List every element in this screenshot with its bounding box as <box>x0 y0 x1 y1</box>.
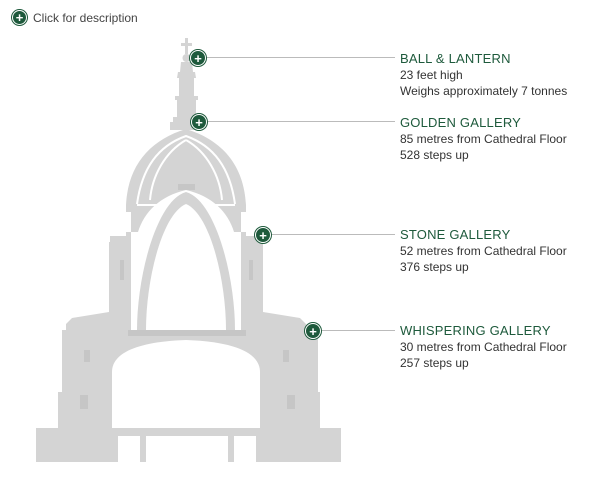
callout-detail: 376 steps up <box>400 260 469 274</box>
callout-detail: 23 feet high <box>400 68 463 82</box>
whispering-gallery-marker[interactable]: + <box>305 323 321 339</box>
description-hint[interactable]: + Click for description <box>12 10 138 25</box>
callout-detail: 52 metres from Cathedral Floor <box>400 244 567 258</box>
callout-title: GOLDEN GALLERY <box>400 115 522 130</box>
plus-icon: + <box>190 50 206 66</box>
callout-detail: 30 metres from Cathedral Floor <box>400 340 567 354</box>
golden-gallery-callout: GOLDEN GALLERY 85 metres from Cathedral … <box>400 115 567 163</box>
golden-gallery-marker[interactable]: + <box>191 114 207 130</box>
callout-title: BALL & LANTERN <box>400 51 511 66</box>
whispering-gallery-callout: WHISPERING GALLERY 30 metres from Cathed… <box>400 323 567 371</box>
callout-detail: 257 steps up <box>400 356 469 370</box>
plus-icon: + <box>191 114 207 130</box>
plus-icon: + <box>255 227 271 243</box>
callout-title: WHISPERING GALLERY <box>400 323 551 338</box>
callout-detail: 85 metres from Cathedral Floor <box>400 132 567 146</box>
stone-gallery-callout: STONE GALLERY 52 metres from Cathedral F… <box>400 227 567 275</box>
stone-gallery-marker[interactable]: + <box>255 227 271 243</box>
callout-title: STONE GALLERY <box>400 227 511 242</box>
description-hint-label: Click for description <box>33 10 138 25</box>
callout-detail: Weighs approximately 7 tonnes <box>400 84 568 98</box>
plus-icon: + <box>12 10 27 25</box>
ball-lantern-marker[interactable]: + <box>190 50 206 66</box>
ball-lantern-callout: BALL & LANTERN 23 feet high Weighs appro… <box>400 51 567 99</box>
plus-icon: + <box>305 323 321 339</box>
callout-detail: 528 steps up <box>400 148 469 162</box>
